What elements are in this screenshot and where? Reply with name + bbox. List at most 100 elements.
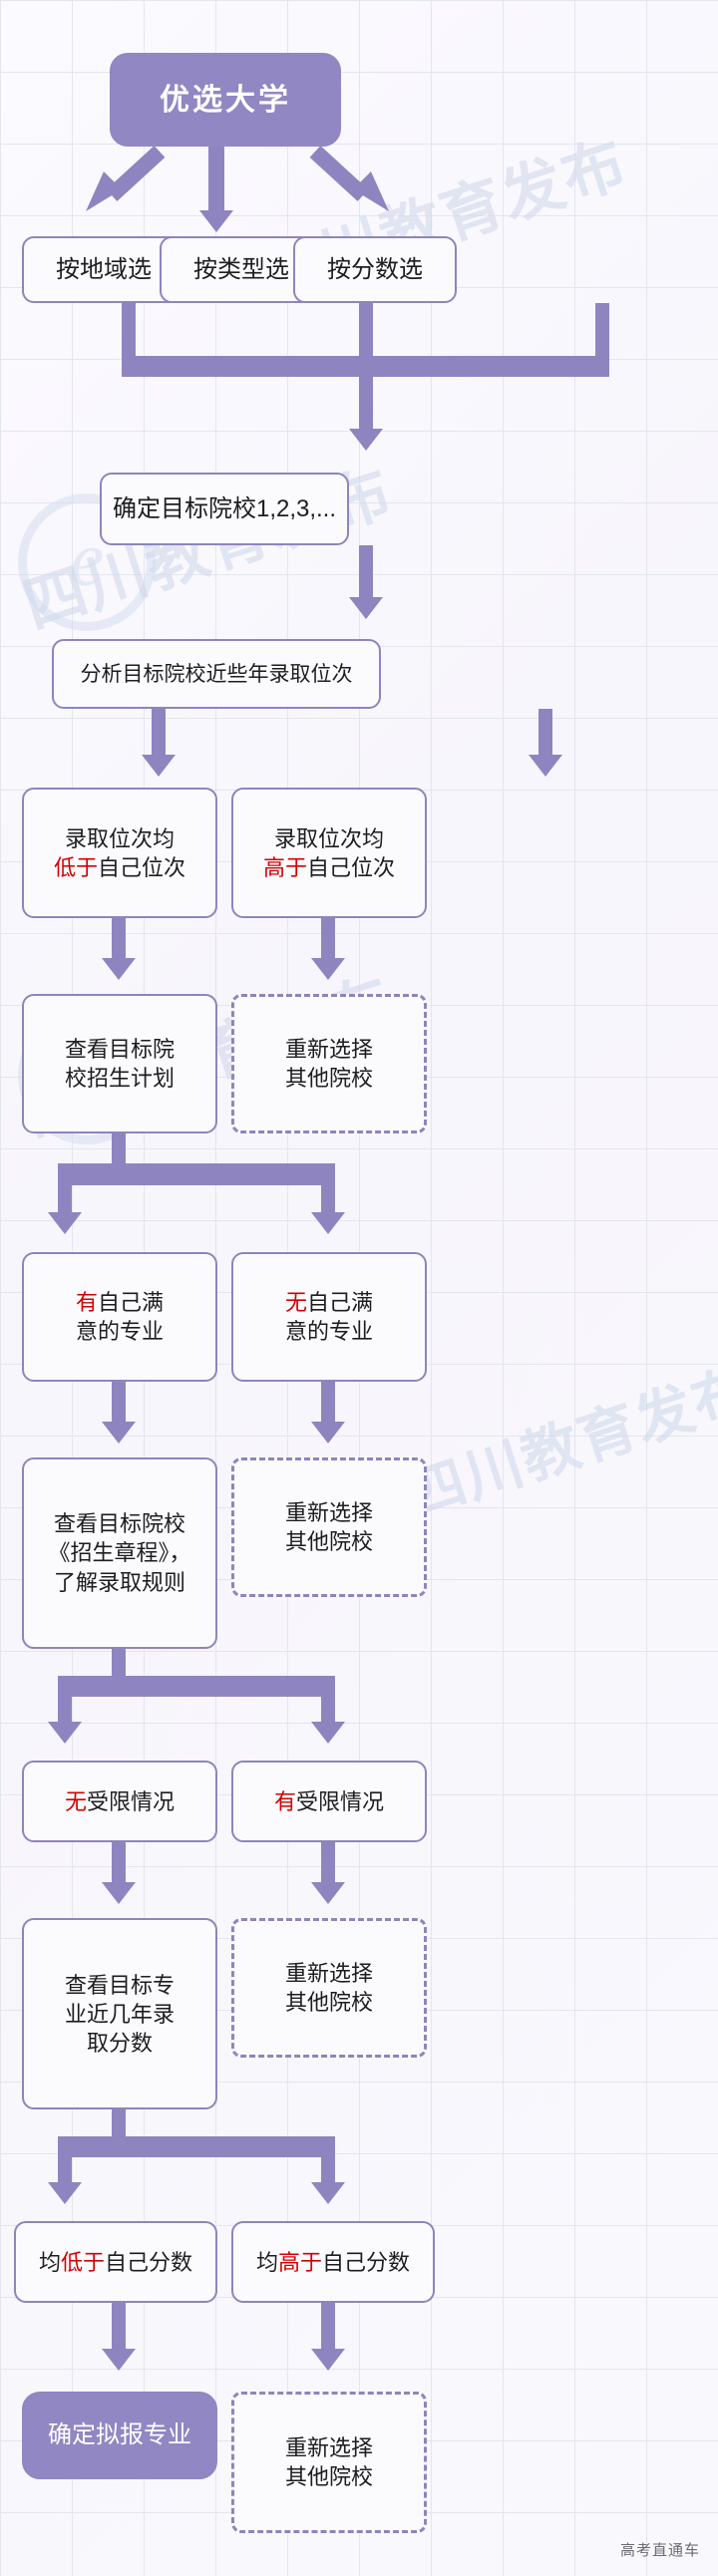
connector-score-lower-down <box>112 2303 126 2356</box>
node-reselect-4[interactable]: 重新选择 其他院校 <box>231 2391 427 2534</box>
node-rank-lower[interactable]: 录取位次均 低于自己位次 <box>22 788 217 919</box>
node-determine-targets[interactable]: 确定目标院校1,2,3,... <box>100 473 349 546</box>
node-rank-higher-emphasis: 高于 <box>262 854 307 880</box>
node-major-satisfied-yes-rest: 自己满 <box>98 1289 165 1315</box>
node-reselect-1-line2: 其他院校 <box>284 1066 373 1092</box>
node-has-restriction[interactable]: 有受限情况 <box>231 1761 427 1843</box>
node-select-by-score-label: 按分数选 <box>327 255 423 283</box>
connector-major-yes-arrow <box>102 1421 136 1444</box>
node-major-satisfied-yes-line1: 有自己满 <box>76 1288 164 1317</box>
node-reselect-4-line2: 其他院校 <box>284 2463 373 2489</box>
node-rank-lower-line1: 录取位次均 <box>64 825 175 851</box>
connector-scores-bus <box>58 2136 335 2158</box>
node-select-by-score[interactable]: 按分数选 <box>293 236 457 303</box>
connector-plan-left-down <box>58 1184 72 1219</box>
connector-major-no-arrow <box>311 1421 345 1444</box>
node-view-enrollment-plan-line1: 查看目标院 <box>64 1036 175 1062</box>
node-rank-higher-line1: 录取位次均 <box>273 825 384 851</box>
connector-charter-bus <box>58 1676 335 1698</box>
connector-scores-left-down <box>58 2157 72 2188</box>
connector-analyze-split-left <box>152 709 166 762</box>
node-major-satisfied-yes[interactable]: 有自己满 意的专业 <box>22 1251 217 1383</box>
node-major-satisfied-no-line1: 无自己满 <box>285 1288 373 1317</box>
node-reselect-2[interactable]: 重新选择 其他院校 <box>231 1457 427 1598</box>
connector-plan-right-arrow <box>311 1212 345 1234</box>
node-major-satisfied-no-line2: 意的专业 <box>284 1318 373 1344</box>
connector-stem-type <box>359 303 373 370</box>
node-score-higher-text: 均高于自己分数 <box>256 2248 410 2277</box>
connector-score-higher-arrow <box>311 2349 345 2371</box>
connector-plan-right-down <box>321 1184 335 1219</box>
node-major-satisfied-no-emphasis: 无 <box>284 1289 307 1315</box>
connector-scores-left-arrow <box>48 2181 82 2204</box>
connector-analyze-split-right <box>538 709 552 762</box>
node-root-label: 优选大学 <box>160 83 291 117</box>
node-rank-lower-rest: 自己位次 <box>98 854 186 880</box>
connector-merge-bus <box>122 356 609 378</box>
node-view-admission-charter[interactable]: 查看目标院校 《招生章程》， 了解录取规则 <box>22 1457 217 1649</box>
node-score-higher[interactable]: 均高于自己分数 <box>231 2221 435 2304</box>
node-view-major-scores-line1: 查看目标专 <box>64 1972 175 1998</box>
connector-merge-down <box>359 377 373 436</box>
node-no-restriction[interactable]: 无受限情况 <box>22 1761 217 1843</box>
connector-charter-right-down <box>321 1697 335 1728</box>
connector-targets-to-analyze-arrow <box>349 596 383 619</box>
node-final-major[interactable]: 确定拟报专业 <box>22 2391 217 2479</box>
node-no-restriction-emphasis: 无 <box>64 1788 87 1814</box>
connector-rank-lower-arrow <box>102 957 136 980</box>
node-rank-higher-line2: 高于自己位次 <box>263 853 395 882</box>
node-view-enrollment-plan[interactable]: 查看目标院 校招生计划 <box>22 994 217 1133</box>
node-final-major-label: 确定拟报专业 <box>48 2420 191 2448</box>
node-score-lower-prefix: 均 <box>38 2249 61 2275</box>
node-select-by-region[interactable]: 按地域选 <box>22 236 185 303</box>
connector-root-to-score <box>309 146 389 211</box>
node-analyze-rank[interactable]: 分析目标院校近些年录取位次 <box>52 639 381 710</box>
connector-root-to-type <box>208 147 224 217</box>
connector-root-to-type-arrow <box>199 210 233 233</box>
node-reselect-3-line1: 重新选择 <box>284 1961 373 1987</box>
connector-has-restriction-down <box>321 1842 335 1888</box>
node-rank-higher-rest: 自己位次 <box>307 854 396 880</box>
node-major-satisfied-no[interactable]: 无自己满 意的专业 <box>231 1251 427 1383</box>
connector-charter-left-down <box>58 1697 72 1728</box>
node-has-restriction-emphasis: 有 <box>273 1788 296 1814</box>
node-rank-higher[interactable]: 录取位次均 高于自己位次 <box>231 788 427 919</box>
node-view-major-scores-line3: 取分数 <box>86 2030 153 2056</box>
node-no-restriction-text: 无受限情况 <box>65 1787 175 1816</box>
node-score-lower-rest: 自己分数 <box>105 2249 193 2275</box>
connector-rank-lower-down <box>112 918 126 964</box>
node-root[interactable]: 优选大学 <box>110 53 341 148</box>
node-view-admission-charter-line3: 了解录取规则 <box>53 1569 185 1595</box>
connector-stem-score <box>595 303 609 370</box>
node-determine-targets-label: 确定目标院校1,2,3,... <box>112 494 337 522</box>
connector-targets-to-analyze <box>359 545 373 603</box>
node-major-satisfied-yes-line2: 意的专业 <box>75 1318 164 1344</box>
node-select-by-type-label: 按类型选 <box>193 255 289 283</box>
connector-rank-higher-arrow <box>311 957 345 980</box>
node-score-lower-emphasis: 低于 <box>60 2249 105 2275</box>
connector-root-to-region <box>86 146 166 211</box>
watermark-text: 四川教育发布 <box>399 1356 718 1529</box>
connector-plan-left-arrow <box>48 1212 82 1234</box>
node-view-major-scores-line2: 业近几年录 <box>64 2001 175 2027</box>
node-view-enrollment-plan-line2: 校招生计划 <box>64 1066 175 1092</box>
node-view-admission-charter-line1: 查看目标院校 <box>53 1511 185 1537</box>
connector-rank-higher-down <box>321 918 335 964</box>
node-major-satisfied-yes-emphasis: 有 <box>75 1289 98 1315</box>
node-score-lower-text: 均低于自己分数 <box>39 2248 192 2277</box>
node-score-higher-prefix: 均 <box>255 2249 278 2275</box>
connector-charter-left-arrow <box>48 1721 82 1744</box>
connector-stem-region <box>122 303 136 370</box>
node-rank-lower-emphasis: 低于 <box>53 854 98 880</box>
connector-scores-right-down <box>321 2157 335 2188</box>
connector-plan-bus <box>58 1163 335 1185</box>
node-score-lower[interactable]: 均低于自己分数 <box>14 2221 217 2304</box>
node-score-higher-rest: 自己分数 <box>322 2249 411 2275</box>
node-reselect-1[interactable]: 重新选择 其他院校 <box>231 994 427 1133</box>
node-reselect-3[interactable]: 重新选择 其他院校 <box>231 1918 427 2059</box>
node-rank-lower-line2: 低于自己位次 <box>54 853 185 882</box>
connector-major-yes-down <box>112 1382 126 1428</box>
node-view-major-scores[interactable]: 查看目标专 业近几年录 取分数 <box>22 1918 217 2109</box>
node-score-higher-emphasis: 高于 <box>277 2249 322 2275</box>
